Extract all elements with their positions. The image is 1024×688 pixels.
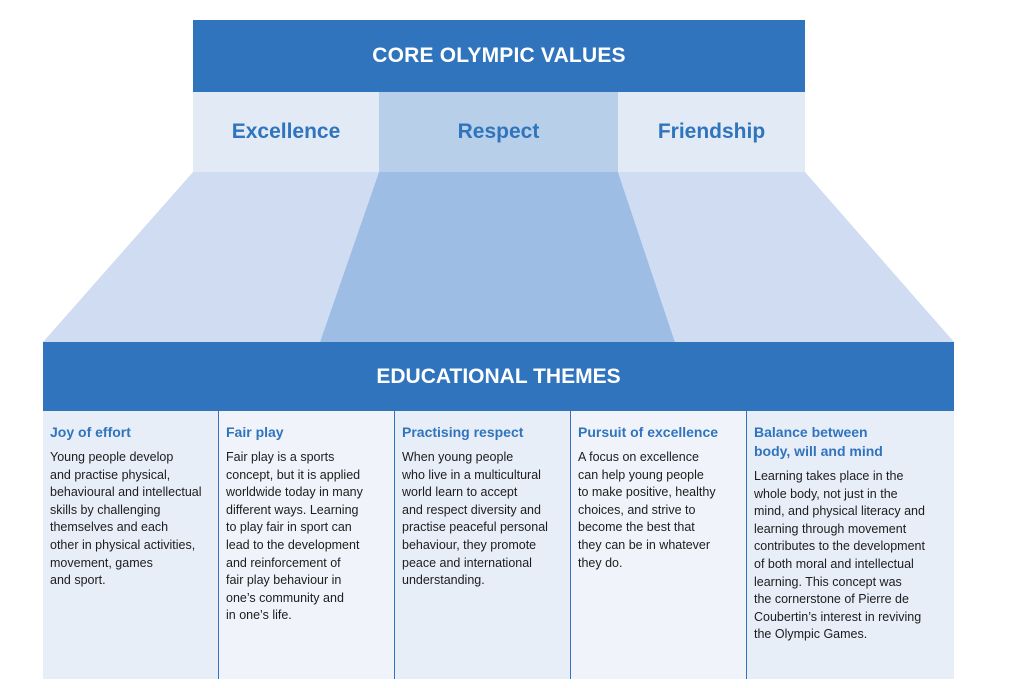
theme-title-line: Balance between xyxy=(754,424,868,440)
theme-description-line: become the best that xyxy=(578,520,695,535)
theme-description-line: the cornerstone of Pierre de xyxy=(754,592,909,607)
theme-description-line: contributes to the development xyxy=(754,539,925,554)
theme-description-line: learning. This concept was xyxy=(754,574,902,589)
funnel-center xyxy=(320,172,675,342)
theme-description-line: peace and international xyxy=(402,555,532,570)
theme-description-line: and respect diversity and xyxy=(402,502,541,517)
theme-title: Balance between body, will and mind xyxy=(754,423,947,461)
theme-description-line: the Olympic Games. xyxy=(754,627,868,642)
theme-description-line: mind, and physical literacy and xyxy=(754,504,925,519)
theme-description: Learning takes place in the whole body, n… xyxy=(754,468,947,644)
theme-title: Joy of effort xyxy=(50,423,211,442)
theme-description-line: and sport. xyxy=(50,573,106,588)
value-excellence: Excellence xyxy=(193,92,379,172)
theme-description-line: learning through movement xyxy=(754,521,907,536)
theme-title: Pursuit of excellence xyxy=(578,423,739,442)
funnel-right xyxy=(618,172,954,342)
theme-description-line: choices, and strive to xyxy=(578,502,696,517)
theme-description-line: understanding. xyxy=(402,573,485,588)
theme-description-line: different ways. Learning xyxy=(226,502,359,517)
theme-description-line: Fair play is a sports xyxy=(226,450,335,464)
theme-title: Fair play xyxy=(226,423,387,442)
theme-description-line: concept, but it is applied xyxy=(226,467,361,482)
theme-title-line: Fair play xyxy=(226,424,284,440)
theme-description-line: themselves and each xyxy=(50,520,169,535)
theme-description-line: to make positive, healthy xyxy=(578,485,716,500)
theme-description-line: practise peaceful personal xyxy=(402,520,548,535)
theme-description-line: and practise physical, xyxy=(50,467,171,482)
theme-title-line: Pursuit of excellence xyxy=(578,424,719,440)
theme-description-line: A focus on excellence xyxy=(578,450,699,464)
theme-description-line: When young people xyxy=(402,450,514,464)
theme-title-line: body, will and mind xyxy=(754,443,883,459)
theme-description-line: other in physical activities, xyxy=(50,537,196,552)
theme-description-line: world learn to accept xyxy=(402,485,518,500)
theme-description-line: of both moral and intellectual xyxy=(754,556,914,571)
theme-description-line: Young people develop xyxy=(50,450,174,464)
theme-description: Fair play is a sports concept, but it is … xyxy=(226,449,387,625)
theme-description-line: they do. xyxy=(578,555,623,570)
theme-description-line: worldwide today in many xyxy=(226,485,363,500)
theme-description-line: can help young people xyxy=(578,467,704,482)
theme-description-line: to play fair in sport can xyxy=(226,520,352,535)
theme-description-line: lead to the development xyxy=(226,537,360,552)
theme-description-line: fair play behaviour in xyxy=(226,573,342,588)
core-values-title: CORE OLYMPIC VALUES xyxy=(193,20,805,92)
theme-description: When young people who live in a multicult… xyxy=(402,449,563,590)
value-respect: Respect xyxy=(379,92,618,172)
theme-description: Young people develop and practise physica… xyxy=(50,449,211,590)
theme-title-line: Joy of effort xyxy=(50,424,131,440)
theme-description-line: behavioural and intellectual xyxy=(50,485,202,500)
theme-description-line: they can be in whatever xyxy=(578,537,711,552)
theme-description-line: and reinforcement of xyxy=(226,555,341,570)
theme-description-line: behaviour, they promote xyxy=(402,537,537,552)
theme-description-line: whole body, not just in the xyxy=(754,486,898,501)
theme-description-line: who live in a multicultural xyxy=(402,467,541,482)
value-friendship: Friendship xyxy=(618,92,805,172)
theme-description-line: one’s community and xyxy=(226,590,344,605)
theme-title: Practising respect xyxy=(402,423,563,442)
educational-themes-title: EDUCATIONAL THEMES xyxy=(43,342,954,411)
theme-description-line: Learning takes place in the xyxy=(754,469,904,483)
theme-description-line: skills by challenging xyxy=(50,502,161,517)
theme-title-line: Practising respect xyxy=(402,424,524,440)
funnel-left xyxy=(43,172,379,342)
theme-description-line: movement, games xyxy=(50,555,153,570)
theme-description-line: Coubertin’s interest in reviving xyxy=(754,609,922,624)
theme-pursuit-of-excellence: Pursuit of excellence A focus on excellen… xyxy=(571,411,747,679)
theme-description-line: in one’s life. xyxy=(226,608,292,623)
theme-description: A focus on excellence can help young peop… xyxy=(578,449,739,572)
